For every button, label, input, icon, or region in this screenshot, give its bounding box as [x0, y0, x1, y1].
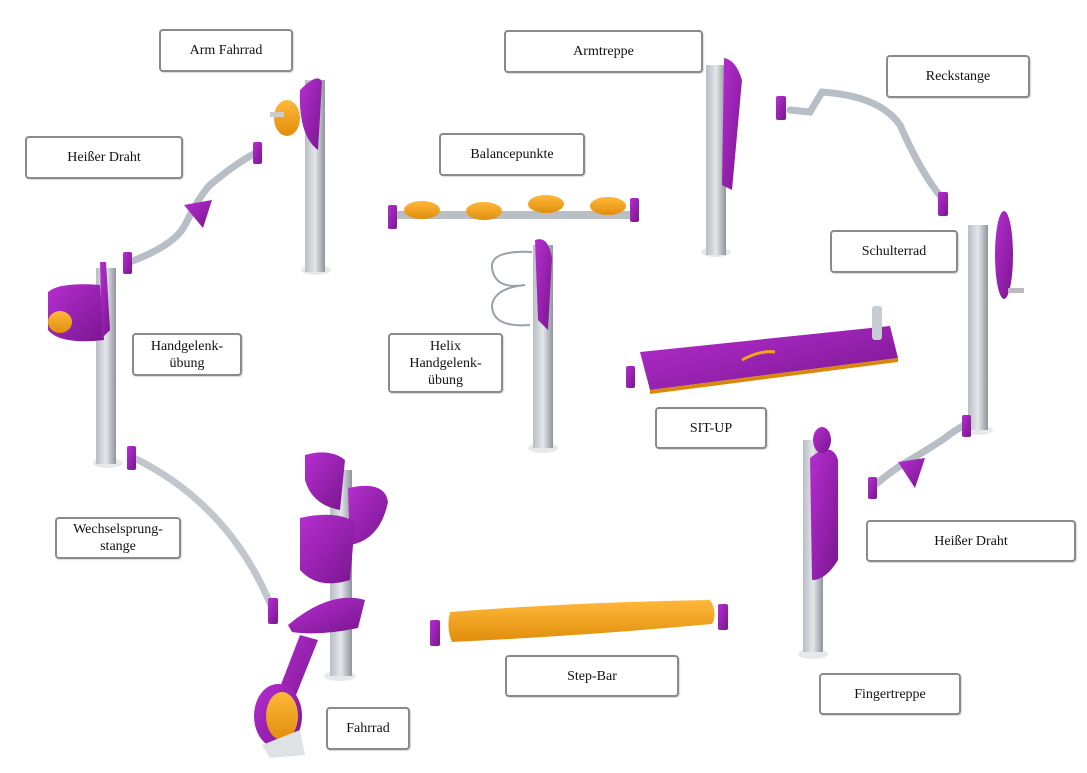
- helix-wrist-station: [490, 239, 558, 453]
- label-heisser-draht-left: Heißer Draht: [25, 136, 183, 179]
- shoulder-wheel-station: [963, 211, 1024, 435]
- hot-wire-left-station: [123, 142, 262, 274]
- label-arm-fahrrad: Arm Fahrrad: [159, 29, 293, 72]
- label-armtreppe: Armtreppe: [504, 30, 703, 73]
- label-fingertreppe: Fingertreppe: [819, 673, 961, 715]
- label-wechselsprung: Wechselsprung- stange: [55, 517, 181, 559]
- arm-ladder-station: [701, 58, 742, 257]
- label-situp: SIT-UP: [655, 407, 767, 449]
- bike-station: [254, 452, 388, 758]
- label-helix: Helix Handgelenk- übung: [388, 333, 503, 393]
- hot-wire-right-station: [868, 415, 971, 499]
- label-handgelenk: Handgelenk- übung: [132, 333, 242, 376]
- pull-up-bar-station: [776, 88, 948, 216]
- label-fahrrad: Fahrrad: [326, 707, 410, 750]
- label-step-bar: Step-Bar: [505, 655, 679, 697]
- label-balancepunkte: Balancepunkte: [439, 133, 585, 176]
- label-reckstange: Reckstange: [886, 55, 1030, 98]
- wrist-exercise-station: [48, 262, 123, 468]
- step-bar-station: [430, 600, 728, 646]
- balance-points-station: [388, 195, 639, 229]
- jump-bar-station: [127, 446, 278, 624]
- label-schulterrad: Schulterrad: [830, 230, 958, 273]
- finger-ladder-station: [798, 427, 838, 659]
- label-heisser-draht-right: Heißer Draht: [866, 520, 1076, 562]
- arm-bike-station: [270, 78, 331, 275]
- sit-up-station: [626, 306, 898, 394]
